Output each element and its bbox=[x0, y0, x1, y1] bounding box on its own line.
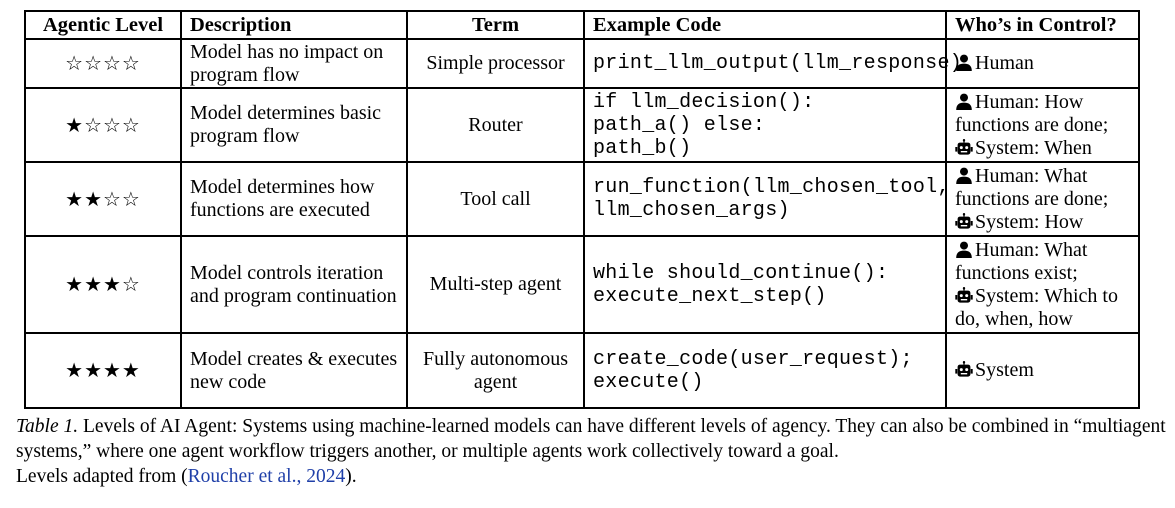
control-entry: System: When bbox=[955, 137, 1130, 160]
header-example-code: Example Code bbox=[583, 10, 947, 40]
agentic-level-stars: ★★★★ bbox=[24, 332, 182, 409]
control-text: Human: What functions exist; bbox=[955, 238, 1088, 284]
control-cell: System bbox=[945, 332, 1140, 409]
robot-icon bbox=[955, 286, 973, 304]
robot-icon bbox=[955, 138, 973, 156]
caption-text: Levels of AI Agent: Systems using machin… bbox=[16, 416, 1166, 462]
control-entry: System: Which to do, when, how bbox=[955, 285, 1130, 331]
agentic-level-stars: ☆☆☆☆ bbox=[24, 38, 182, 89]
term-cell: Router bbox=[406, 87, 585, 163]
term-cell: Tool call bbox=[406, 161, 585, 237]
control-text: Human bbox=[975, 52, 1034, 74]
control-entry: System: How bbox=[955, 211, 1130, 234]
control-cell: Human bbox=[945, 38, 1140, 89]
description-cell: Model controls iteration and program con… bbox=[180, 235, 408, 334]
agentic-levels-table: Agentic Level Description Term Example C… bbox=[24, 10, 1140, 409]
control-entry: System bbox=[955, 359, 1130, 382]
code-line: if llm_decision(): path_a() else: bbox=[593, 90, 840, 137]
description-cell: Model determines basic program flow bbox=[180, 87, 408, 163]
control-cell: Human: What functions are done;System: H… bbox=[945, 161, 1140, 237]
code-line: run_function(llm_chosen_tool, bbox=[593, 176, 950, 199]
header-agentic-level: Agentic Level bbox=[24, 10, 182, 40]
person-icon bbox=[955, 93, 973, 110]
control-text: Human: What functions are done; bbox=[955, 164, 1109, 210]
person-icon bbox=[955, 167, 973, 184]
term-cell: Fully autonomous agent bbox=[406, 332, 585, 409]
control-cell: Human: How functions are done;System: Wh… bbox=[945, 87, 1140, 163]
caption-label: Table 1. bbox=[16, 416, 79, 437]
control-text: System bbox=[975, 359, 1034, 381]
control-entry: Human: How functions are done; bbox=[955, 91, 1130, 137]
table-caption: Table 1. Levels of AI Agent: Systems usi… bbox=[16, 414, 1166, 489]
robot-icon bbox=[955, 212, 973, 230]
table-row-level-2: ★★☆☆Model determines how functions are e… bbox=[24, 161, 1140, 237]
code-line: execute() bbox=[593, 370, 704, 394]
header-whos-in-control: Who’s in Control? bbox=[945, 10, 1140, 40]
code-line: create_code(user_request); bbox=[593, 347, 913, 371]
citation-link[interactable]: Roucher et al., 2024 bbox=[187, 466, 346, 487]
description-cell: Model has no impact on program flow bbox=[180, 38, 408, 89]
header-term: Term bbox=[406, 10, 585, 40]
term-cell: Simple processor bbox=[406, 38, 585, 89]
example-code-cell: if llm_decision(): path_a() else:path_b(… bbox=[583, 87, 947, 163]
example-code-cell: print_llm_output(llm_response) bbox=[583, 38, 963, 89]
table-row-level-3: ★★★☆Model controls iteration and program… bbox=[24, 235, 1140, 334]
control-text: System: How bbox=[975, 210, 1084, 233]
example-code-cell: run_function(llm_chosen_tool,llm_chosen_… bbox=[583, 161, 950, 237]
header-description: Description bbox=[180, 10, 408, 40]
agentic-level-stars: ★★☆☆ bbox=[24, 161, 182, 237]
control-text: System: Which to do, when, how bbox=[955, 284, 1118, 330]
control-entry: Human: What functions exist; bbox=[955, 239, 1130, 285]
code-line: while should_continue(): bbox=[593, 261, 889, 285]
control-entry: Human bbox=[955, 52, 1130, 75]
caption-adapted-prefix: Levels adapted from ( bbox=[16, 466, 188, 487]
example-code-cell: while should_continue():execute_next_ste… bbox=[583, 235, 947, 334]
robot-icon bbox=[955, 361, 973, 378]
code-line: print_llm_output(llm_response) bbox=[593, 52, 963, 75]
code-line: path_b() bbox=[593, 136, 692, 160]
control-cell: Human: What functions exist;System: Whic… bbox=[945, 235, 1140, 334]
person-icon bbox=[955, 54, 973, 71]
code-line: llm_chosen_args) bbox=[593, 199, 790, 222]
agentic-level-stars: ★☆☆☆ bbox=[24, 87, 182, 163]
term-cell: Multi-step agent bbox=[406, 235, 585, 334]
example-code-cell: create_code(user_request);execute() bbox=[583, 332, 947, 409]
control-text: Human: How functions are done; bbox=[955, 90, 1109, 136]
description-cell: Model determines how functions are execu… bbox=[180, 161, 408, 237]
control-entry: Human: What functions are done; bbox=[955, 165, 1130, 211]
description-cell: Model creates & executes new code bbox=[180, 332, 408, 409]
control-text: System: When bbox=[975, 136, 1092, 159]
code-line: execute_next_step() bbox=[593, 284, 827, 308]
caption-adapted-suffix: ). bbox=[345, 466, 357, 487]
table-header-row: Agentic Level Description Term Example C… bbox=[24, 10, 1140, 40]
person-icon bbox=[955, 241, 973, 258]
agentic-level-stars: ★★★☆ bbox=[24, 235, 182, 334]
